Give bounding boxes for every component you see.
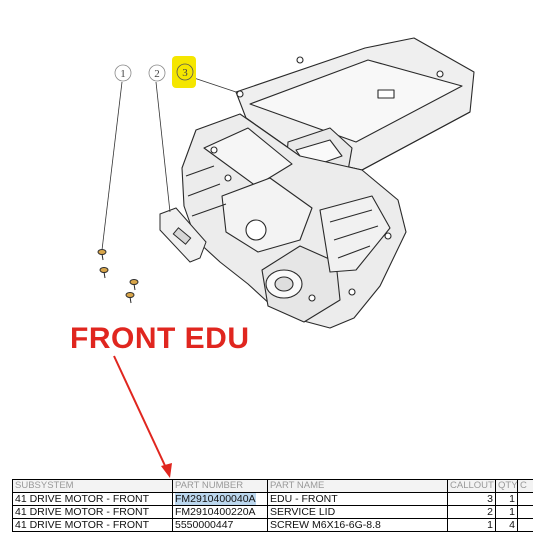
svg-text:2: 2 xyxy=(154,68,160,80)
column-header-callout: CALLOUT xyxy=(447,479,496,493)
screw xyxy=(97,249,107,261)
edu-assembly-drawing xyxy=(181,37,475,329)
parts-table: SUBSYSTEM PART NUMBER PART NAME CALLOUT … xyxy=(12,479,533,532)
svg-text:1: 1 xyxy=(120,68,126,80)
cell-qty: 1 xyxy=(495,492,518,506)
column-header-part-name: PART NAME xyxy=(267,479,448,493)
cell-part-name: SCREW M6X16-6G-8.8 xyxy=(267,518,448,532)
cell-part-number[interactable]: FM2910400220A xyxy=(172,505,268,519)
screws-drawing xyxy=(97,249,139,304)
screw xyxy=(129,279,139,291)
cell-part-number: FM2910400040A xyxy=(172,492,268,506)
cell-callout: 1 xyxy=(447,518,496,532)
column-header-subsystem: SUBSYSTEM xyxy=(12,479,173,493)
cell-subsystem: 41 DRIVE MOTOR - FRONT xyxy=(12,518,173,532)
table-row[interactable]: 41 DRIVE MOTOR - FRONT FM2910400220A SER… xyxy=(12,505,533,519)
screw xyxy=(99,267,109,279)
annotation-arrow xyxy=(113,355,172,478)
cell-callout: 3 xyxy=(447,492,496,506)
cell-c xyxy=(517,492,533,506)
callout-1: 1 xyxy=(114,64,132,82)
cell-qty: 1 xyxy=(495,505,518,519)
table-row[interactable]: 41 DRIVE MOTOR - FRONT 5550000447 SCREW … xyxy=(12,518,533,532)
column-header-part-number: PART NUMBER xyxy=(172,479,268,493)
cell-subsystem: 41 DRIVE MOTOR - FRONT xyxy=(12,505,173,519)
callout-2: 2 xyxy=(148,64,166,82)
callout-leader-lines xyxy=(101,77,237,251)
service-lid-drawing xyxy=(159,207,207,263)
cell-qty: 4 xyxy=(495,518,518,532)
cell-c xyxy=(517,505,533,519)
screw xyxy=(125,292,135,304)
svg-text:3: 3 xyxy=(182,67,188,79)
selected-part-number[interactable]: FM2910400040A xyxy=(175,493,256,505)
column-header-c: C xyxy=(517,479,533,493)
cell-c xyxy=(517,518,533,532)
cell-part-name: EDU - FRONT xyxy=(267,492,448,506)
table-header-row: SUBSYSTEM PART NUMBER PART NAME CALLOUT … xyxy=(12,479,533,493)
cell-callout: 2 xyxy=(447,505,496,519)
exploded-parts-diagram: 1 2 3 xyxy=(97,37,475,478)
front-edu-annotation: FRONT EDU xyxy=(70,322,250,355)
cell-part-name: SERVICE LID xyxy=(267,505,448,519)
cell-part-number[interactable]: 5550000447 xyxy=(172,518,268,532)
table-row[interactable]: 41 DRIVE MOTOR - FRONT FM2910400040A EDU… xyxy=(12,492,533,506)
column-header-qty: QTY xyxy=(495,479,518,493)
cell-subsystem: 41 DRIVE MOTOR - FRONT xyxy=(12,492,173,506)
callout-3: 3 xyxy=(172,56,196,88)
